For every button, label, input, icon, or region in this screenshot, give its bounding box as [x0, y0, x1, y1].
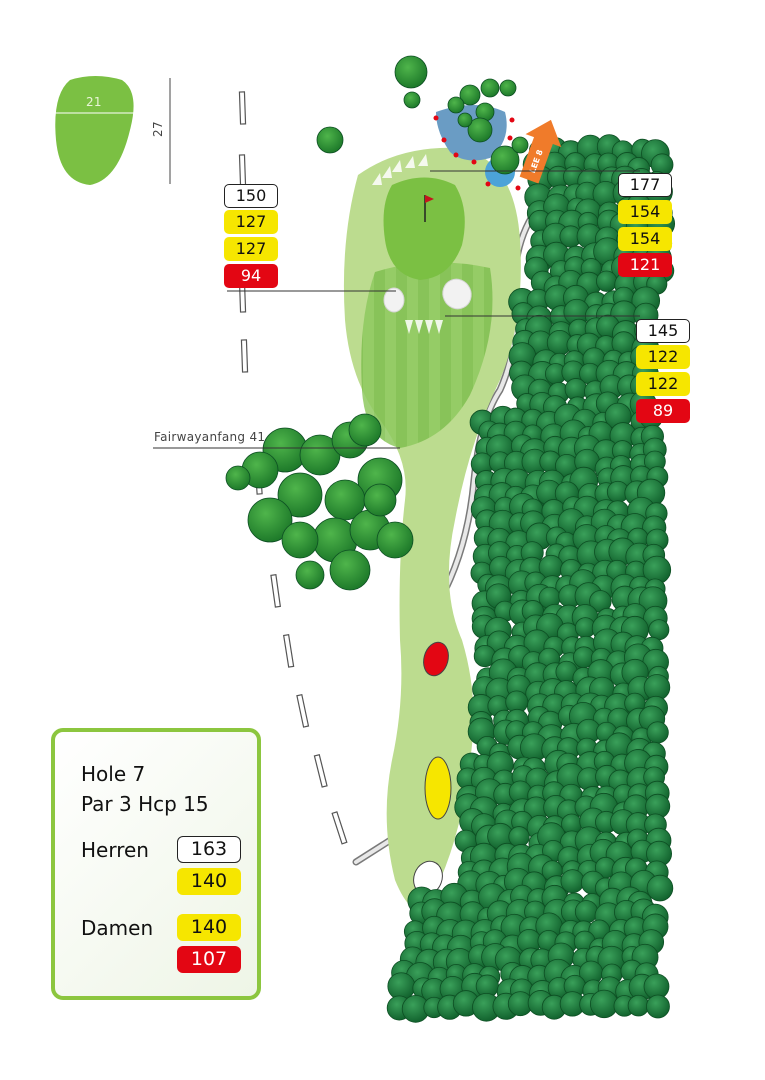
distance-right-top-red: 121	[618, 253, 672, 277]
distance-left-red: 94	[224, 264, 278, 288]
tee-yellow	[424, 756, 452, 820]
distance-right-top-yellow-1: 154	[618, 200, 672, 224]
distance-left-yellow-2: 127	[224, 237, 278, 261]
tree	[363, 483, 397, 517]
tree	[457, 112, 473, 128]
tree	[646, 874, 674, 902]
men-label: Herren	[81, 838, 149, 862]
red-stakes	[433, 115, 521, 191]
distance-right-mid-red: 89	[636, 399, 690, 423]
flag-icon	[424, 195, 434, 222]
tree	[574, 900, 599, 924]
women-label: Damen	[81, 916, 154, 940]
tee-boxes	[413, 641, 452, 896]
hole-number: Hole 7	[81, 762, 146, 786]
boundary-markers	[238, 91, 348, 845]
tree	[646, 721, 669, 744]
hole-info-card: Hole 7 Par 3 Hcp 15 Herren 163 140 Damen…	[51, 728, 261, 1000]
green-depth-label: 27	[150, 121, 165, 137]
tree	[348, 413, 382, 447]
leader-lines	[153, 170, 640, 449]
tree	[467, 117, 493, 143]
tree	[247, 497, 293, 543]
women-yellow-distance: 140	[177, 914, 241, 941]
distance-left-white: 150	[224, 184, 278, 208]
bunkers	[383, 278, 472, 313]
green-inset	[52, 76, 171, 185]
tree	[459, 84, 481, 106]
tree	[295, 560, 325, 590]
women-red-distance: 107	[177, 946, 241, 973]
tree	[225, 465, 251, 491]
distance-right-mid-yellow-1: 122	[636, 345, 690, 369]
men-white-distance: 163	[177, 836, 241, 863]
tree	[329, 549, 371, 591]
tree	[596, 270, 618, 292]
par-handicap: Par 3 Hcp 15	[81, 792, 209, 816]
fairway-start-label: Fairwayanfang 41	[154, 430, 266, 444]
green-slope-marks	[372, 154, 443, 334]
distance-right-mid-white: 145	[636, 319, 690, 343]
tree	[394, 55, 428, 89]
men-yellow-distance: 140	[177, 868, 241, 895]
tree	[499, 79, 517, 97]
green-width-label: 21	[86, 95, 102, 109]
tree	[447, 96, 465, 114]
tree	[490, 145, 520, 175]
tee-red	[423, 641, 449, 677]
tree	[403, 91, 421, 109]
trees	[225, 55, 676, 1023]
distance-left-yellow-1: 127	[224, 210, 278, 234]
tree	[511, 136, 529, 154]
tree	[376, 521, 414, 559]
tree	[277, 472, 323, 518]
tree	[281, 521, 319, 559]
tree	[648, 619, 670, 641]
tree	[627, 994, 650, 1017]
direction-arrow-icon: LEE 8	[519, 119, 562, 184]
putting-green	[383, 177, 465, 280]
tree	[316, 126, 344, 154]
distance-right-mid-yellow-2: 122	[636, 372, 690, 396]
tree	[560, 869, 585, 894]
distance-right-top-yellow-2: 154	[618, 227, 672, 251]
tree	[480, 78, 500, 98]
tree	[646, 994, 670, 1019]
distance-right-top-white: 177	[618, 173, 672, 197]
